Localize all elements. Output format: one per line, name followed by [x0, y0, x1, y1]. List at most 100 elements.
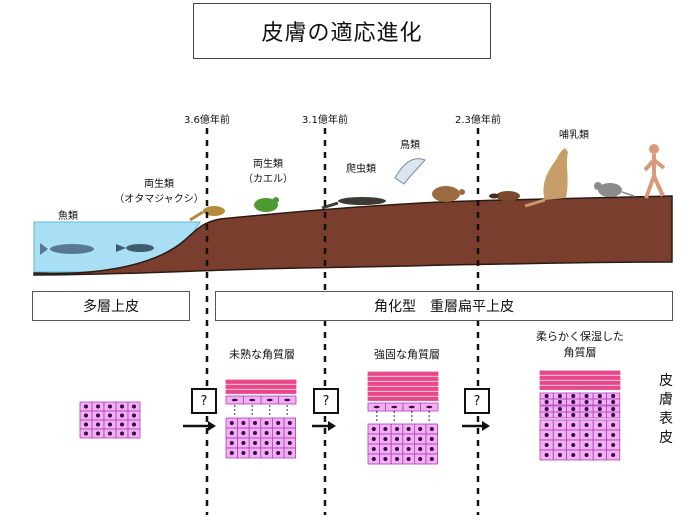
cell-nucleus — [557, 443, 562, 447]
dot — [375, 415, 378, 417]
cell-nucleus — [571, 423, 576, 427]
cell-nucleus — [253, 441, 257, 445]
cell-nucleus — [108, 422, 112, 427]
cell-nucleus — [132, 404, 136, 409]
side-char: 表 — [659, 411, 673, 427]
cell-nucleus — [96, 422, 100, 427]
amphibian-larva-label-line1: 両生類 — [144, 179, 174, 190]
keratin-layer — [367, 386, 439, 391]
cell-nucleus — [276, 421, 281, 425]
unknown-box-1: ? — [191, 388, 217, 414]
cell-nucleus — [287, 421, 292, 425]
flattened-nucleus — [249, 398, 256, 402]
cell-nucleus — [571, 453, 576, 457]
stage-immature-label: 未熟な角質層 — [229, 348, 295, 361]
dot — [286, 405, 289, 407]
dot — [410, 419, 413, 421]
flattened-nucleus — [408, 405, 415, 409]
flattened-nucleus — [373, 405, 380, 409]
keratin-layer — [225, 389, 297, 394]
cell-nucleus — [229, 431, 234, 435]
cell-nucleus — [557, 413, 562, 417]
cell-nucleus — [383, 447, 388, 451]
cell-nucleus — [611, 394, 616, 398]
cell-nucleus — [584, 453, 589, 457]
cell-nucleus — [264, 421, 269, 425]
cell-nucleus — [108, 413, 112, 418]
dot — [286, 413, 289, 415]
keratinized-epidermis-bar: 角化型 重層扁平上皮 — [215, 291, 673, 321]
cell-nucleus — [96, 413, 100, 418]
cell-nucleus — [371, 457, 376, 461]
cell-nucleus — [611, 407, 616, 411]
cell-nucleus — [544, 433, 549, 437]
cell-nucleus — [253, 421, 257, 425]
kangaroo-icon — [524, 148, 568, 208]
cell-nucleus — [241, 421, 246, 425]
amphibian-larva-label: 両生類 （オタマジャクシ） — [104, 175, 214, 205]
side-char: 皮 — [659, 373, 673, 389]
cell-nucleus — [371, 437, 376, 441]
dot — [410, 411, 413, 413]
flattened-nucleus — [231, 398, 238, 402]
cell-nucleus — [287, 451, 292, 455]
cell-nucleus — [429, 427, 434, 431]
cell-nucleus — [571, 433, 576, 437]
dot — [251, 413, 254, 415]
cell-nucleus — [132, 431, 136, 436]
cell-nucleus — [132, 413, 136, 418]
platypus-icon — [489, 191, 520, 201]
cell-nucleus — [241, 431, 246, 435]
era-label-3: 2.3億年前 — [455, 115, 501, 126]
cell-nucleus — [597, 443, 602, 447]
cell-nucleus — [418, 447, 423, 451]
cell-nucleus — [264, 441, 269, 445]
cell-nucleus — [557, 453, 562, 457]
cell-nucleus — [557, 407, 562, 411]
flattened-nucleus — [284, 398, 291, 402]
cell-nucleus — [429, 447, 434, 451]
crocodile-icon — [321, 197, 386, 210]
cell-nucleus — [395, 447, 399, 451]
arrow-icon — [312, 421, 336, 431]
cell-nucleus — [383, 457, 388, 461]
dot — [375, 411, 378, 413]
arrow-icon — [462, 421, 490, 431]
cell-nucleus — [611, 453, 616, 457]
keratin-layer — [367, 391, 439, 396]
keratin-layer — [539, 375, 621, 380]
dot — [251, 409, 254, 411]
dot — [375, 419, 378, 421]
ground-area — [33, 195, 673, 276]
amphibian-larva-label-line2: （オタマジャクシ） — [114, 194, 204, 205]
cell-nucleus — [544, 394, 549, 398]
cell-nucleus — [597, 394, 602, 398]
cell-nucleus — [276, 441, 281, 445]
cell-nucleus — [429, 457, 434, 461]
cell-nucleus — [287, 441, 292, 445]
dot — [251, 405, 254, 407]
cell-nucleus — [406, 447, 411, 451]
dot — [393, 411, 396, 413]
cell-nucleus — [84, 431, 88, 436]
cell-nucleus — [597, 413, 602, 417]
cell-nucleus — [84, 422, 88, 427]
cell-nucleus — [584, 413, 589, 417]
cell-nucleus — [84, 404, 88, 409]
unknown-box-3: ? — [464, 388, 490, 414]
cell-nucleus — [571, 394, 576, 398]
tadpole-icon — [116, 244, 154, 252]
cell-nucleus — [264, 451, 269, 455]
cell-nucleus — [253, 451, 257, 455]
cell-nucleus — [584, 443, 589, 447]
cell-nucleus — [120, 422, 124, 427]
cell-nucleus — [120, 431, 124, 436]
cell-nucleus — [253, 431, 257, 435]
dot — [268, 405, 271, 407]
keratin-layer — [539, 380, 621, 385]
side-char: 皮 — [659, 430, 673, 446]
flattened-nucleus — [391, 405, 398, 409]
cell-nucleus — [571, 413, 576, 417]
dot — [233, 413, 236, 415]
